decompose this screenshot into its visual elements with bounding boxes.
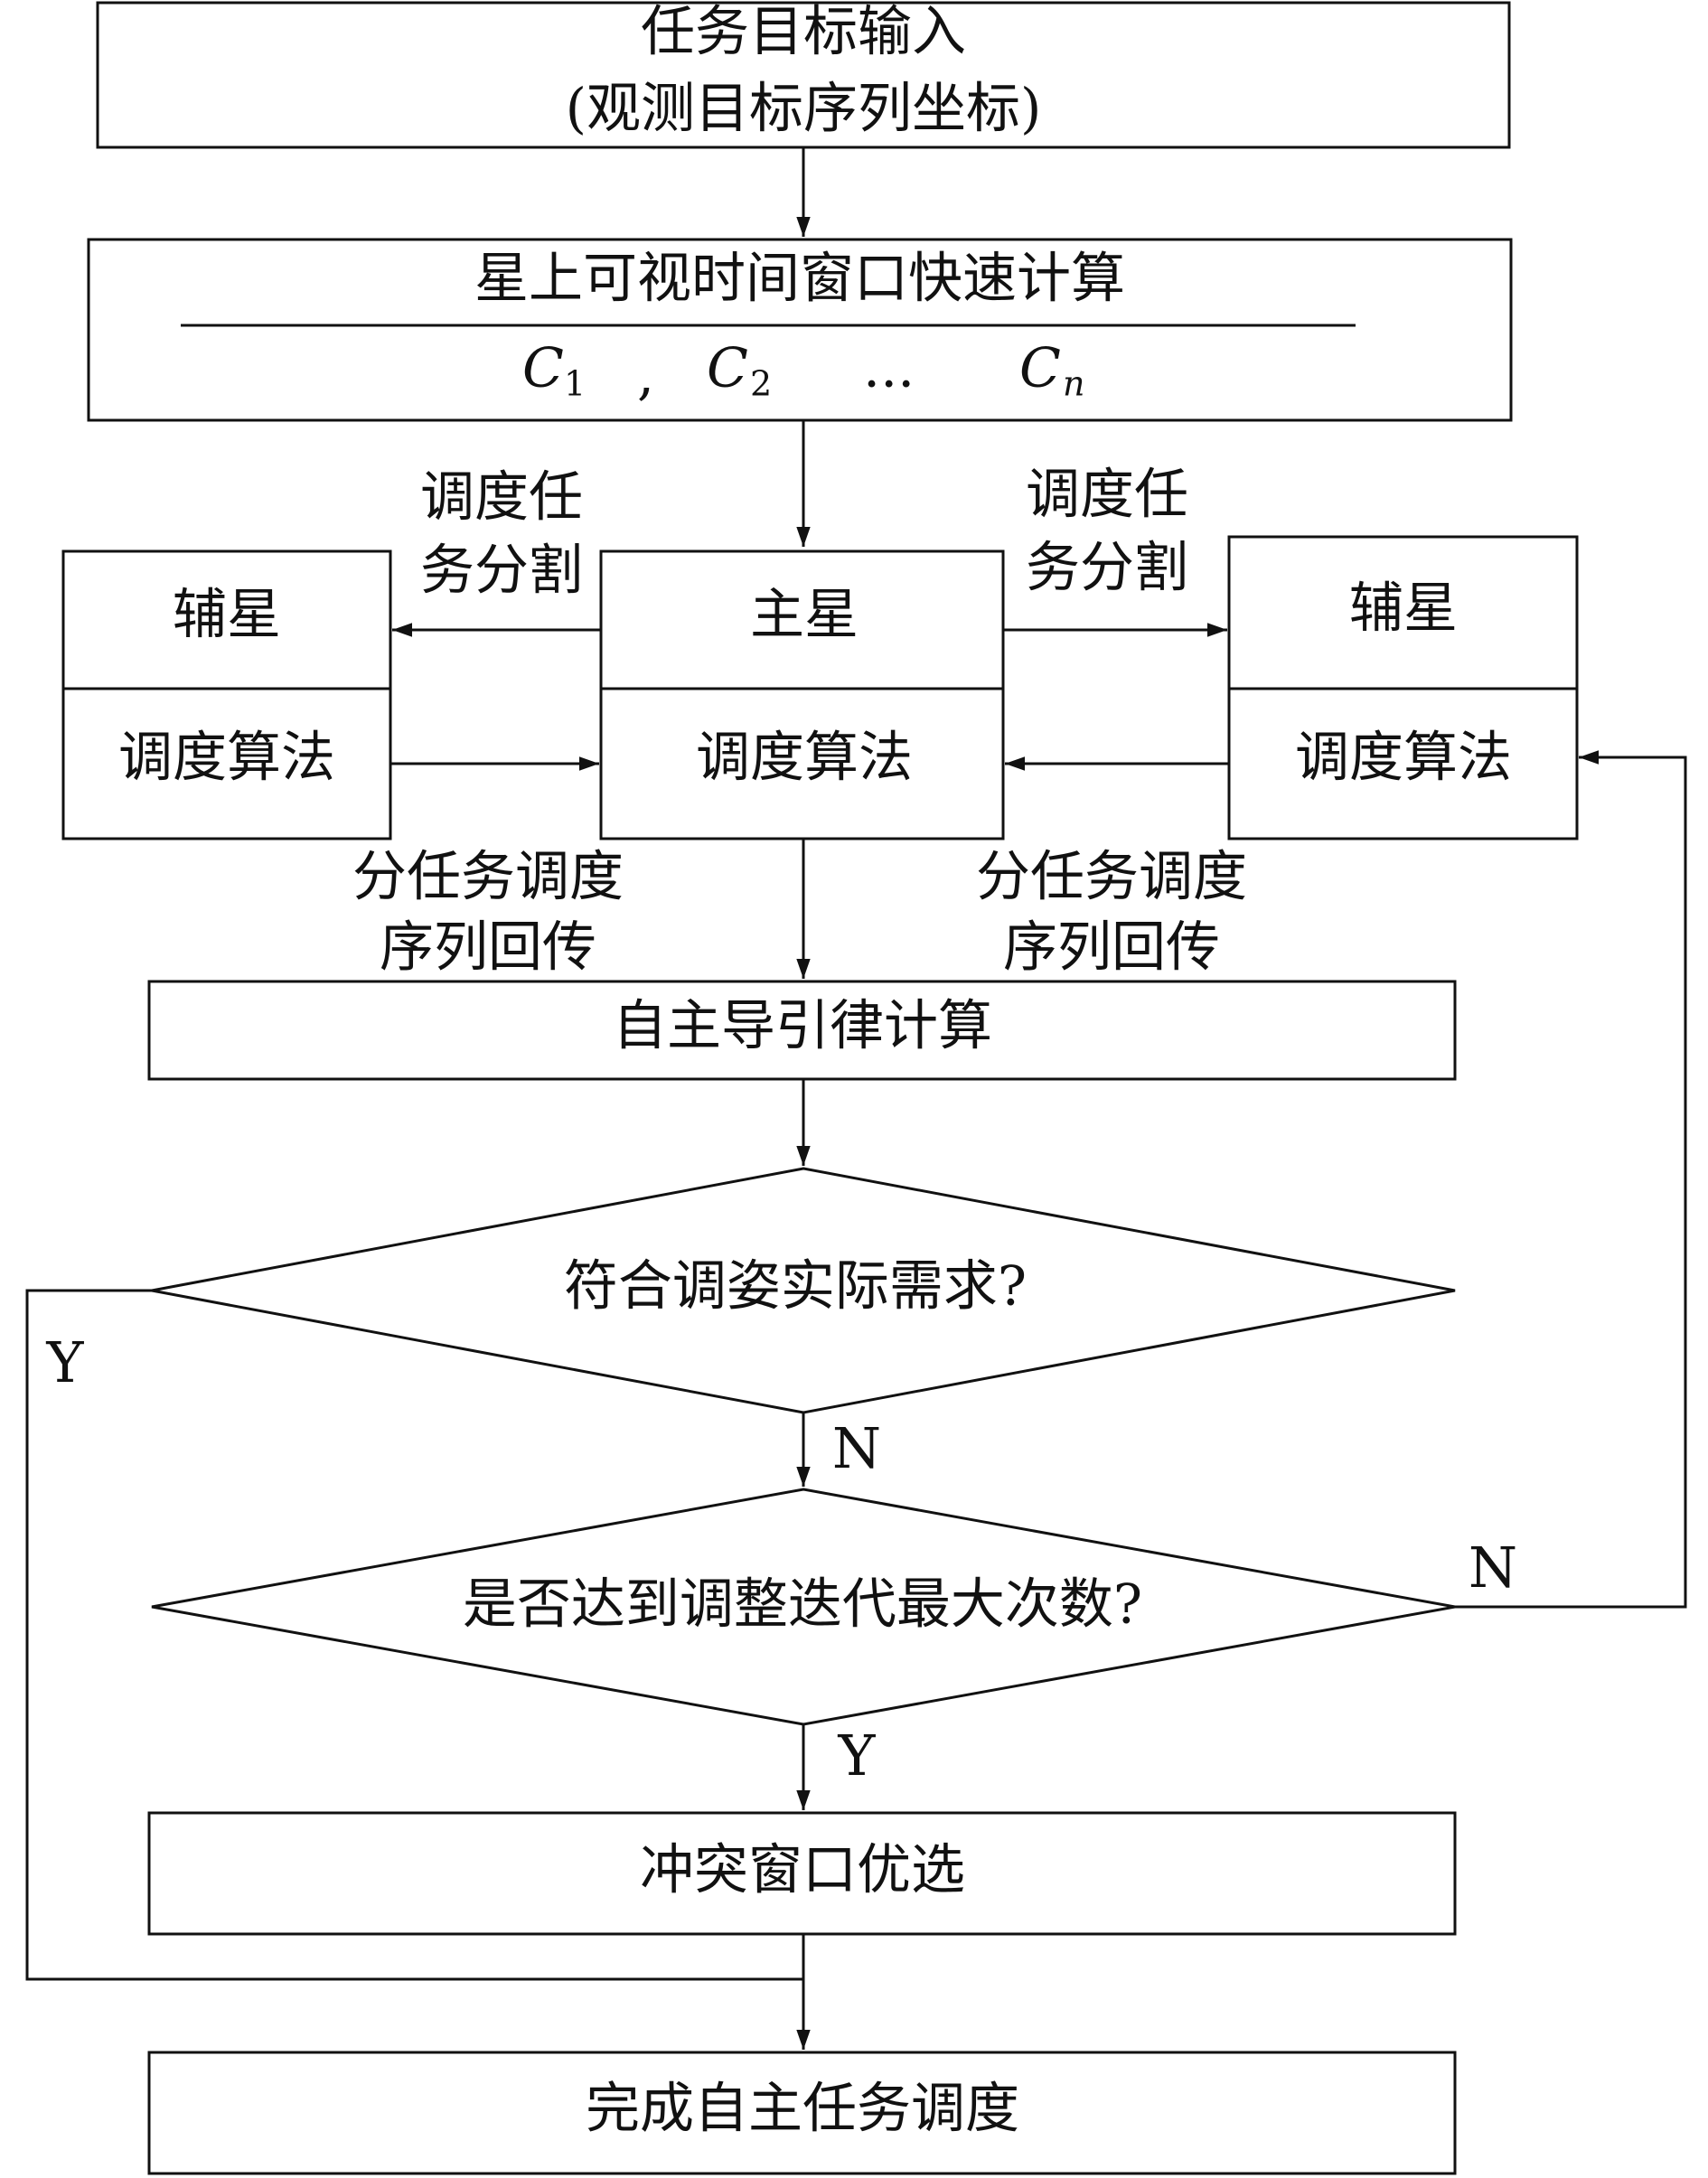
symbol-ellipsis: ... [863,337,915,400]
decision2-no-label: N [1469,1535,1517,1601]
conflict-window-box: 冲突窗口优选 [147,1811,1457,1936]
decision-max-iterations: 是否达到调整迭代最大次数? [151,1488,1456,1726]
task-input-box: 任务目标输入 (观测目标序列坐标) [96,1,1511,149]
finish-box: 完成自主任务调度 [147,2051,1457,2175]
aux-satellite-right: 辅星 调度算法 [1227,535,1579,840]
symbol-c2-subscript: 2 [750,364,772,404]
conflict-label: 冲突窗口优选 [640,1839,965,1902]
visibility-title: 星上可视时间窗口快速计算 [474,248,1125,311]
path-decision1-yes-bypass [25,1289,803,1981]
return-left-line2: 序列回传 [380,916,596,980]
guidance-label: 自主导引律计算 [613,995,992,1058]
arrow-decision2-no-loop [1455,750,1687,1609]
decision1-yes-label: Y [46,1329,85,1395]
aux-right-algorithm: 调度算法 [1295,727,1512,790]
aux-satellite-left: 辅星 调度算法 [61,549,392,840]
split-left-line1: 调度任 [420,466,583,530]
finish-label: 完成自主任务调度 [586,2078,1019,2141]
symbol-cn-subscript: n [1063,364,1084,404]
task-input-line1: 任务目标输入 [641,1,966,64]
symbol-c2: C [707,337,748,400]
aux-left-algorithm: 调度算法 [118,727,335,790]
task-input-line2: (观测目标序列坐标) [566,78,1042,141]
decision1-text: 符合调姿实际需求? [564,1255,1027,1319]
main-algorithm: 调度算法 [696,727,913,790]
split-right-line2: 务分割 [1026,537,1188,600]
return-left-line1: 分任务调度 [352,846,624,909]
split-right-line1: 调度任 [1026,464,1188,527]
decision1-no-label: N [832,1415,881,1481]
decision-attitude-requirement: 符合调姿实际需求? [151,1167,1456,1414]
visibility-window-box: 星上可视时间窗口快速计算 C 1 , C 2 ... C n [87,238,1513,422]
symbol-c1: C [522,337,564,400]
guidance-box: 自主导引律计算 [147,980,1457,1081]
aux-left-name: 辅星 [173,584,281,647]
symbol-comma: , [637,344,654,408]
return-right-line1: 分任务调度 [976,846,1247,909]
symbol-cn: C [1019,337,1061,400]
decision2-text: 是否达到调整迭代最大次数? [463,1573,1142,1637]
decision2-yes-label: Y [838,1723,877,1788]
split-left-line2: 务分割 [420,540,583,603]
main-satellite: 主星 调度算法 [599,549,1005,840]
aux-right-name: 辅星 [1349,577,1458,641]
main-name: 主星 [750,584,859,647]
return-right-line2: 序列回传 [1003,916,1220,980]
symbol-c1-subscript: 1 [564,364,586,404]
